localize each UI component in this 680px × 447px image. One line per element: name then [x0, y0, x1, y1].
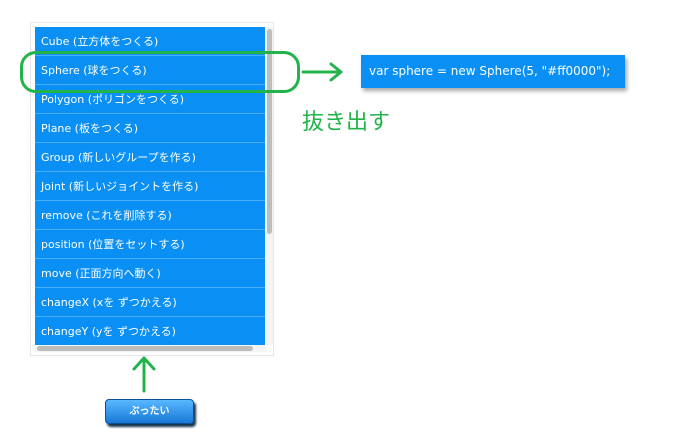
arrow-up-icon — [132, 356, 156, 393]
run-button[interactable]: ぶったい — [105, 399, 194, 424]
list-item-changey[interactable]: changeY (yを ずつかえる) — [35, 317, 265, 346]
list-item-plane[interactable]: Plane (板をつくる) — [35, 114, 265, 143]
list-item-sphere[interactable]: Sphere (球をつくる) — [35, 56, 265, 85]
list-item-move[interactable]: move (正面方向へ動く) — [35, 259, 265, 288]
list-item-remove[interactable]: remove (これを削除する) — [35, 201, 265, 230]
vertical-scroll-thumb[interactable] — [267, 29, 272, 234]
list-item-position[interactable]: position (位置をセットする) — [35, 230, 265, 259]
list-item-joint[interactable]: Joint (新しいジョイントを作る) — [35, 172, 265, 201]
arrow-right-icon — [301, 62, 343, 82]
code-snippet: var sphere = new Sphere(5, "#ff0000"); — [361, 55, 625, 88]
extract-label: 抜き出す — [302, 110, 391, 135]
highlight-ring — [20, 51, 300, 93]
list-item-group[interactable]: Group (新しいグループを作る) — [35, 143, 265, 172]
vertical-scrollbar[interactable] — [266, 27, 273, 345]
list-item-polygon[interactable]: Polygon (ポリゴンをつくる) — [35, 85, 265, 114]
list-item-changex[interactable]: changeX (xを ずつかえる) — [35, 288, 265, 317]
horizontal-scrollbar[interactable] — [35, 345, 266, 352]
horizontal-scroll-thumb[interactable] — [37, 346, 253, 351]
